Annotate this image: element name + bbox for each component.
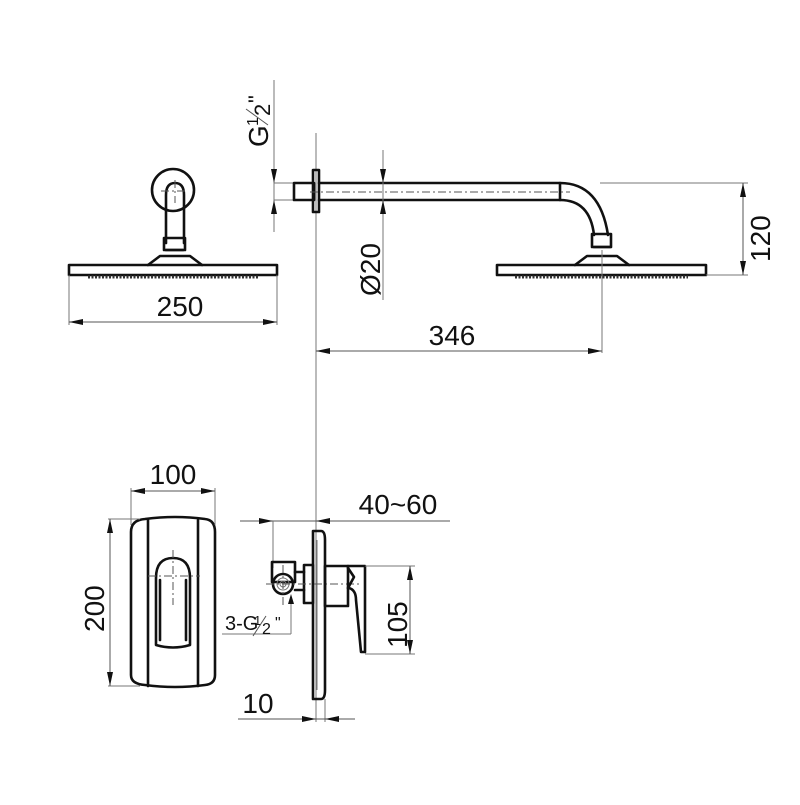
shower-head-front-view: 250 [67, 167, 279, 325]
install-depth-label: 40~60 [359, 489, 438, 520]
lever-slot [154, 556, 192, 649]
svg-text:2: 2 [262, 621, 271, 638]
head-diameter-label: 250 [157, 291, 204, 322]
drop-height-label: 120 [745, 215, 776, 262]
lever-height-label: 105 [382, 601, 413, 648]
valve-cover-plate [129, 515, 217, 689]
shower-arm-side-view: G 1 2 " Ø20 [243, 80, 776, 722]
svg-text:": " [244, 95, 269, 103]
svg-text:1: 1 [245, 117, 262, 126]
svg-text:3-G: 3-G [225, 613, 258, 635]
svg-text:2: 2 [250, 104, 275, 116]
valve-handle-base [323, 564, 350, 608]
shower-arm [317, 181, 610, 237]
wall-distance-label: 346 [429, 320, 476, 351]
inlet-thread-label: G 1 2 " [243, 95, 275, 147]
arm-diameter-label: Ø20 [355, 243, 386, 296]
valve-plate-front-view: 100 200 [79, 459, 217, 689]
cover-plate-side [311, 529, 327, 701]
valve-side-view: 40~60 3-G 1 2 " [222, 489, 450, 722]
arm-flange [311, 168, 321, 214]
svg-text:G: G [243, 125, 274, 147]
plate-height-label: 200 [79, 585, 110, 632]
svg-text:1: 1 [254, 613, 261, 628]
plate-width-label: 100 [150, 459, 197, 490]
valve-thread-label: 3-G 1 2 " [225, 613, 281, 638]
svg-text:": " [275, 615, 281, 632]
valve-lever [346, 564, 367, 654]
plate-thickness-label: 10 [242, 688, 273, 719]
wall-flange [150, 167, 196, 213]
shower-head-plate [67, 263, 279, 277]
